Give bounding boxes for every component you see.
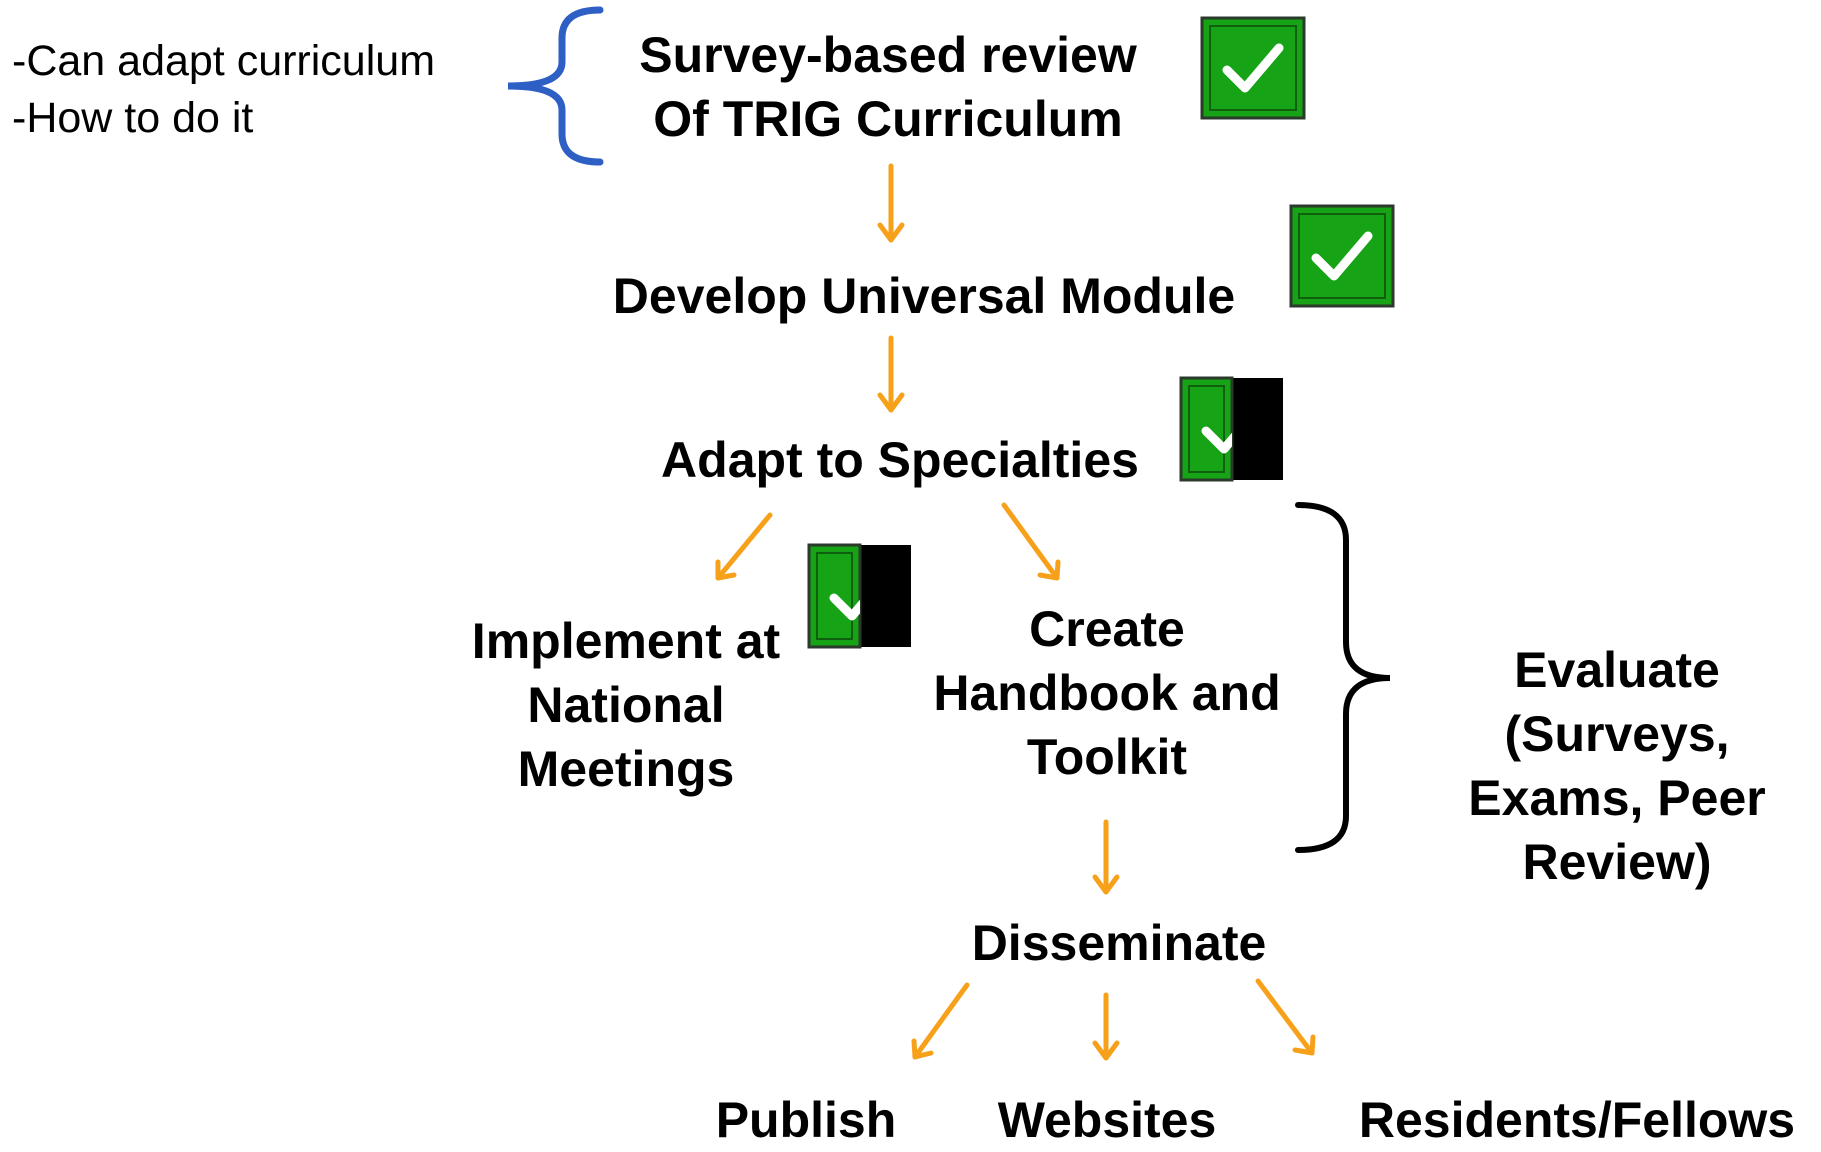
checkmark-survey-icon <box>1222 43 1284 93</box>
check-status-develop-icon <box>1289 204 1395 308</box>
status-checks <box>807 16 1395 649</box>
arrow-handbook-to-disseminate <box>1092 819 1120 895</box>
arrow-disseminate-to-websites <box>1092 992 1120 1061</box>
node-disseminate: Disseminate <box>971 915 1267 971</box>
node-evaluate-line-4: Review) <box>1522 834 1712 890</box>
note-can-adapt: -Can adapt curriculum <box>12 37 436 85</box>
note-how-to: -How to do it <box>12 94 254 142</box>
check-status-implement-icon <box>807 543 911 649</box>
node-create-handbook: Create Handbook and Toolkit <box>933 597 1280 789</box>
node-evaluate-line-2: (Surveys, <box>1504 706 1730 762</box>
arrow-adapt-to-handbook <box>1001 502 1061 581</box>
checkmark-implement-icon <box>829 593 860 621</box>
node-handbook-line-1: Create <box>1029 601 1185 657</box>
arrows-group <box>715 163 1316 1061</box>
checkmark-adapt-icon <box>1201 426 1232 454</box>
evaluate-brace-icon <box>1295 502 1391 853</box>
node-implement-line-3: Meetings <box>517 741 735 797</box>
node-residents-fellows: Residents/Fellows <box>1358 1092 1796 1148</box>
node-handbook-line-3: Toolkit <box>1026 729 1188 785</box>
node-evaluate: Evaluate (Surveys, Exams, Peer Review) <box>1468 638 1765 894</box>
arrow-disseminate-to-residents <box>1255 978 1316 1056</box>
check-status-survey-icon <box>1200 16 1306 120</box>
node-evaluate-line-3: Exams, Peer <box>1468 770 1766 826</box>
checkmark-develop-icon <box>1311 231 1373 281</box>
node-implement-line-1: Implement at <box>471 613 781 669</box>
node-develop-module: Develop Universal Module <box>612 268 1236 324</box>
node-adapt-specialties: Adapt to Specialties <box>661 432 1139 488</box>
arrow-disseminate-to-publish <box>911 982 970 1060</box>
node-survey-line-1: Survey-based review <box>639 27 1137 83</box>
check-status-adapt-icon <box>1179 376 1283 482</box>
curriculum-brace-icon <box>507 6 604 166</box>
arrow-survey-to-develop <box>877 163 905 243</box>
arrow-develop-to-adapt <box>877 335 905 413</box>
node-implement-line-2: National <box>527 677 725 733</box>
node-survey-line-2: Of TRIG Curriculum <box>653 91 1123 147</box>
node-publish: Publish <box>715 1092 897 1148</box>
node-websites: Websites <box>997 1092 1217 1148</box>
node-evaluate-line-1: Evaluate <box>1514 642 1720 698</box>
node-survey-review: Survey-based review Of TRIG Curriculum <box>639 23 1137 151</box>
arrow-adapt-to-implement <box>715 512 773 581</box>
node-handbook-line-2: Handbook and <box>933 665 1281 721</box>
node-implement-meetings: Implement at National Meetings <box>472 609 780 801</box>
